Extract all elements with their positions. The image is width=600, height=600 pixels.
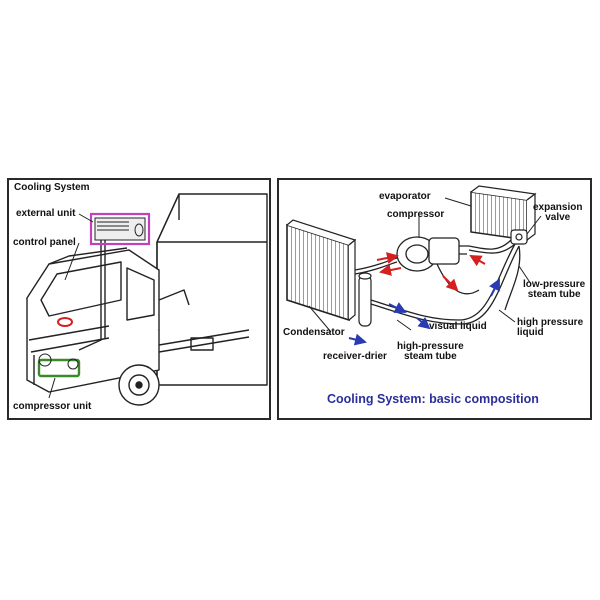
label-compressor: compressor [387,209,445,220]
label-high-pressure-steam-tube: high-pressure steam tube [397,341,464,362]
label-compressor-unit: compressor unit [13,401,92,412]
evaporator-unit [470,185,537,241]
truck-diagram-panel: Cooling System external unit control pan… [7,178,271,420]
label-receiver-drier: receiver-drier [323,351,387,362]
compressor-unit-box [37,358,81,378]
truck-illustration [26,193,268,406]
external-unit-box [89,212,151,246]
receiver-drier-unit [358,272,372,327]
label-expansion-valve: expansion valve [533,202,583,223]
label-control-panel: control panel [13,237,76,248]
expansion-valve-unit [510,229,528,245]
condenser-unit [286,219,357,322]
panel-title: Cooling System [14,182,90,193]
label-high-pressure-liquid: high pressure liquid [517,317,584,338]
control-panel-mark [57,317,73,327]
label-low-pressure-steam-tube: low-pressure steam tube [523,279,586,300]
label-external-unit: external unit [16,208,76,219]
label-condensator: Condensator [283,327,345,338]
composition-diagram-panel: evaporator compressor expansion valve lo… [277,178,592,420]
diagram-caption: Cooling System: basic composition [327,392,539,406]
compressor-unit [396,236,469,272]
label-evaporator: evaporator [379,191,431,202]
composition-illustration [286,185,542,346]
label-visual-liquid: visual liquid [429,321,487,332]
